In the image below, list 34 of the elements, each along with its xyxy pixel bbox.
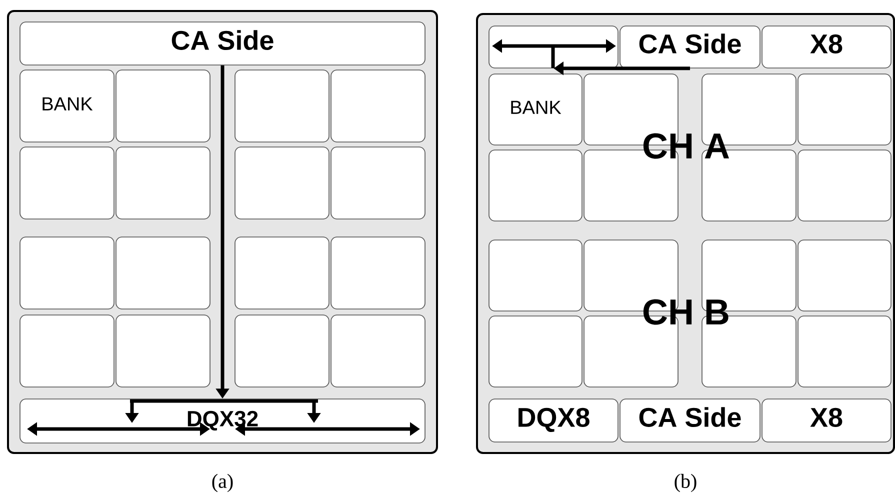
label-box: X8 xyxy=(762,26,892,68)
bank-box xyxy=(330,314,426,388)
bank-box xyxy=(116,236,210,310)
bank-box xyxy=(20,314,114,388)
bank-box xyxy=(234,70,330,142)
bank-box xyxy=(488,316,582,388)
panel-caption: (b) xyxy=(674,474,696,492)
bank-box xyxy=(488,150,582,222)
bank-box xyxy=(116,314,210,388)
label-box: CA Side xyxy=(620,398,760,442)
bank-box xyxy=(798,240,892,312)
label-box: BANK xyxy=(20,70,114,142)
channel-label: CH B xyxy=(643,299,728,325)
channel-label: CH A xyxy=(643,133,729,159)
bank-box xyxy=(234,146,330,220)
bank-box xyxy=(116,70,210,142)
bank-box xyxy=(116,146,210,220)
bank-box xyxy=(798,150,892,222)
bank-box xyxy=(234,314,330,388)
bank-box xyxy=(20,146,114,220)
bank-box xyxy=(488,240,582,312)
label-box: BANK xyxy=(488,74,582,146)
bank-box xyxy=(330,146,426,220)
bank-box xyxy=(20,236,114,310)
label-box: X8 xyxy=(762,398,892,442)
panel-caption: (a) xyxy=(212,474,233,492)
bank-box xyxy=(798,316,892,388)
label-box: CA Side xyxy=(20,22,426,66)
label-box: CA Side xyxy=(620,26,760,68)
bank-box xyxy=(330,236,426,310)
bank-box xyxy=(798,74,892,146)
bank-box xyxy=(330,70,426,142)
bank-box xyxy=(234,236,330,310)
label-box: DQX8 xyxy=(488,398,618,442)
